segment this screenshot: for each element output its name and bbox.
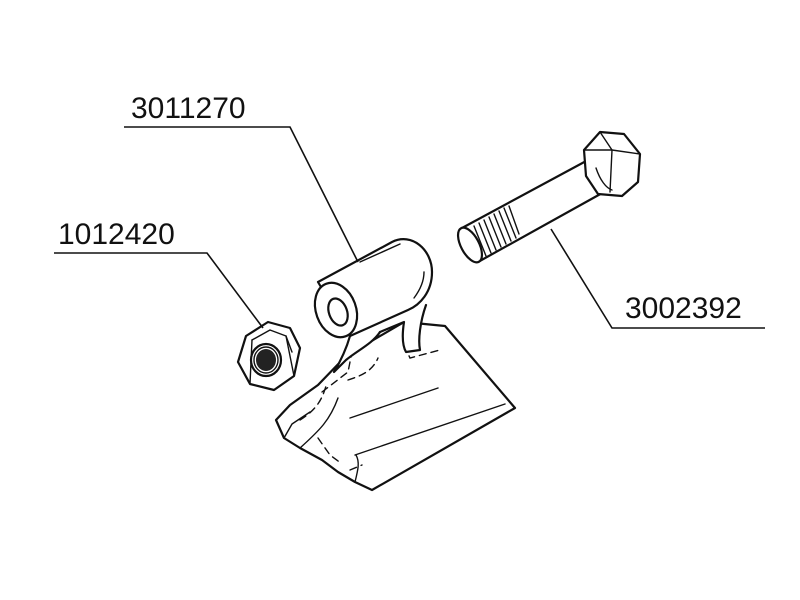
bolt-thread	[473, 205, 520, 257]
part-number-label-hex-bolt: 3002392	[625, 292, 742, 325]
part-number-label-lock-nut: 1012420	[58, 218, 175, 251]
leader-line-3002392	[550, 228, 765, 329]
hammer-blade-drawing	[274, 238, 517, 492]
leader-line-3011270	[124, 126, 359, 263]
lock-nut-drawing	[236, 320, 302, 392]
hex-bolt-drawing	[456, 130, 642, 264]
part-number-label-hammer-blade: 3011270	[131, 92, 246, 125]
leader-line-1012420	[54, 252, 264, 329]
